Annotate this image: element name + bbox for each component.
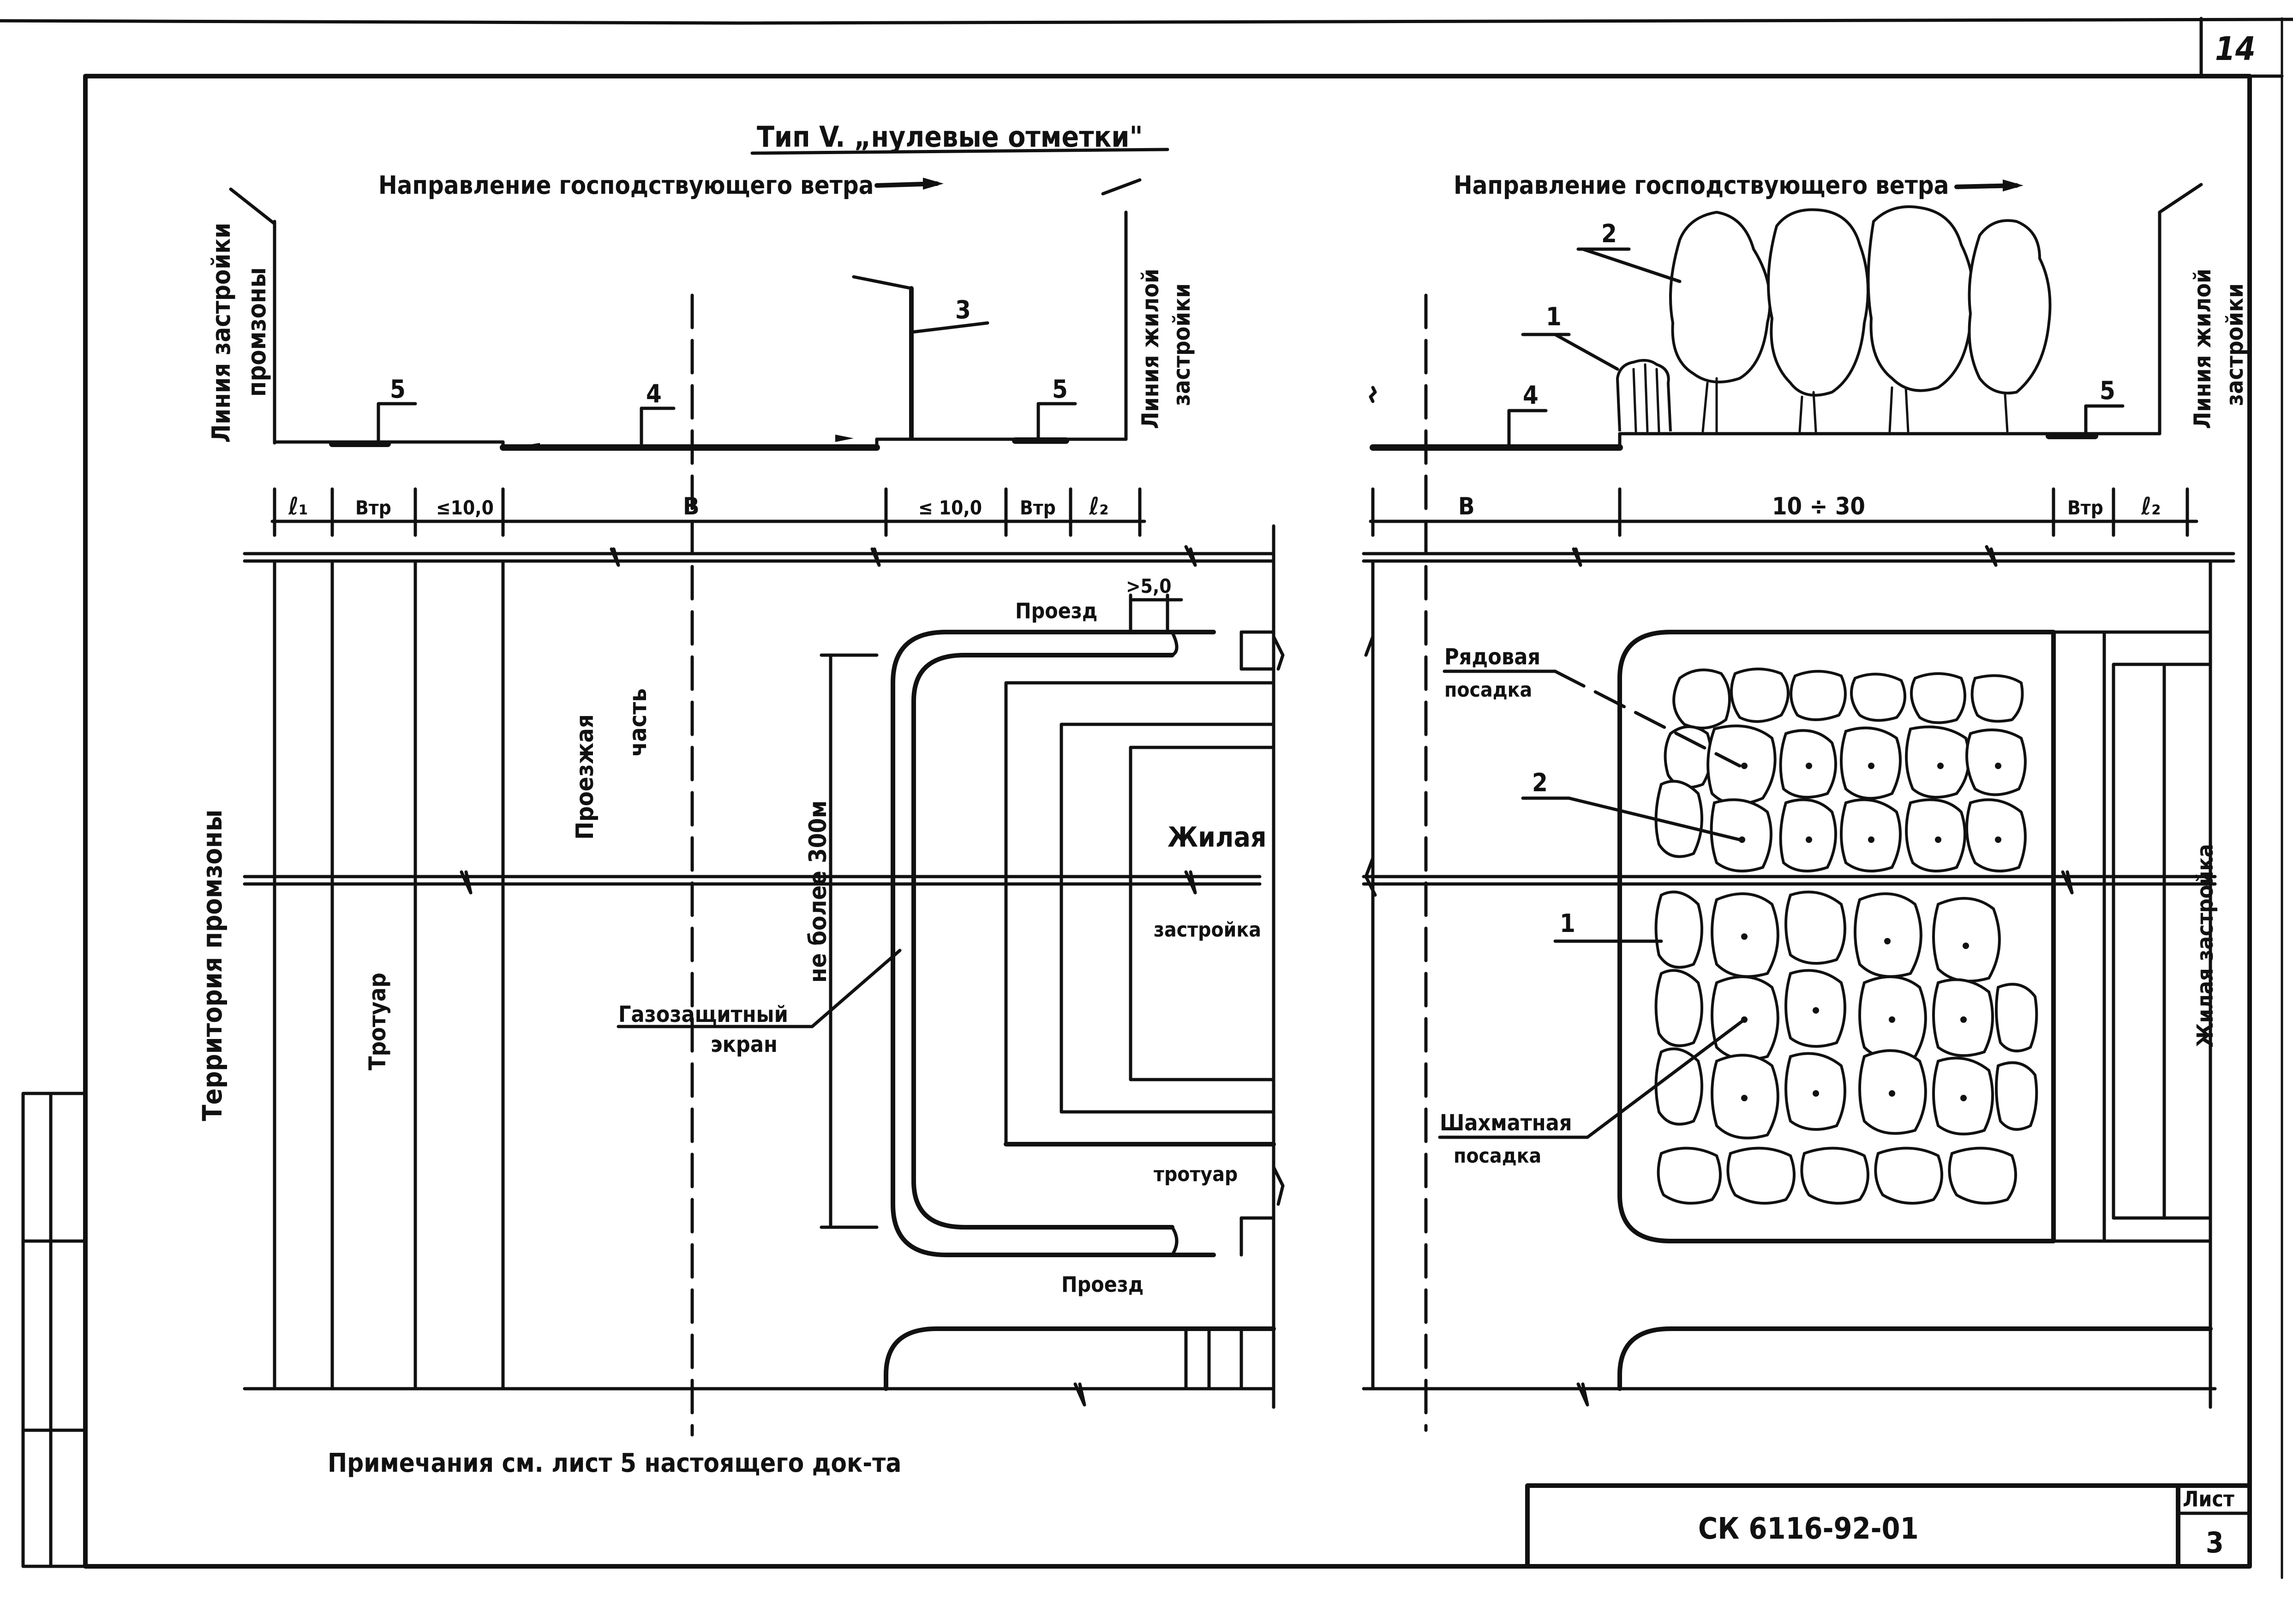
left-dim-l2: ℓ₂	[1089, 493, 1109, 520]
left-plan-view: >5,0 Проезд Территория промзоны Тротуар …	[197, 524, 1285, 1409]
left-line-industrial-1: Линия застройки	[207, 223, 236, 443]
tree-icon	[1968, 219, 2052, 394]
left-driveway-bottom: Проезд	[1061, 1272, 1144, 1297]
page-number-top: 14	[2215, 30, 2256, 68]
left-callout-3: 3	[955, 295, 971, 324]
right-callout-1: 1	[1546, 302, 1562, 331]
right-line-residential-2: застройки	[2221, 283, 2248, 406]
left-territory: Территория промзоны	[197, 810, 228, 1121]
left-not-more-300: не более 300м	[804, 800, 832, 983]
left-line-industrial-2: промзоны	[242, 267, 271, 397]
left-driveway-top: Проезд	[1015, 598, 1097, 623]
tree-icon	[1767, 208, 1869, 397]
left-line-residential-1: Линия жилой	[1137, 269, 1164, 429]
stamp-sheet-number: 3	[2206, 1526, 2224, 1559]
right-residential-side: Жилая застройка	[2192, 844, 2218, 1047]
title-block: СК 6116-92-01 Лист 3	[1525, 1483, 2252, 1569]
right-callout-1-plan: 1	[1560, 909, 1575, 938]
sheet-title: Тип V. „нулевые отметки"	[757, 120, 1143, 154]
right-wind-arrow-icon	[1954, 179, 2024, 191]
stamp-code: СК 6116-92-01	[1698, 1512, 1919, 1546]
left-callout-5a: 5	[390, 375, 406, 404]
right-row-planting-1: Рядовая	[1444, 644, 1540, 670]
tree-icon	[1669, 210, 1772, 383]
left-sidewalk-2: тротуар	[1154, 1163, 1238, 1186]
right-dim-b: В	[1458, 493, 1475, 520]
right-wind-direction: Направление господствующего ветра	[1454, 171, 1949, 200]
row-planting-crowns	[1654, 668, 2027, 872]
left-residential-1: Жилая	[1167, 821, 1267, 854]
left-line-residential-2: застройки	[1168, 283, 1195, 406]
left-dim-l1: ℓ₁	[288, 493, 308, 520]
left-callout-5b: 5	[1052, 375, 1068, 404]
left-sidewalk: Тротуар	[364, 973, 391, 1070]
notes: Примечания см. лист 5 настоящего док-та	[328, 1448, 901, 1478]
left-residential-2: застройка	[1154, 918, 1261, 942]
right-plan-view: Рядовая посадка 2 1 Шахматная посадка Жи…	[1362, 545, 2235, 1409]
left-dim-vtr1: Втр	[355, 496, 391, 519]
right-dim-vtr: Втр	[2067, 496, 2103, 519]
left-wind-arrow-icon	[874, 178, 944, 190]
tree-icon	[1867, 205, 1975, 392]
left-dim-vtr2: Втр	[1020, 496, 1056, 519]
right-callout-2: 2	[1601, 219, 1617, 248]
right-line-residential-1: Линия жилой	[2189, 269, 2216, 429]
left-cross-section: Направление господствующего ветра Линия …	[207, 171, 1195, 1437]
right-dim-10-30: 10 ÷ 30	[1772, 493, 1865, 520]
right-dim-l2: ℓ₂	[2141, 493, 2161, 520]
shrub-icon	[1616, 359, 1672, 432]
left-gas-screen-1: Газозащитный	[618, 1002, 788, 1027]
checker-planting-crowns	[1654, 890, 2038, 1205]
left-carriageway-1: Проезжая	[571, 714, 599, 840]
right-checker-planting-2: посадка	[1454, 1144, 1541, 1168]
left-carriageway-2: часть	[624, 688, 652, 757]
left-dim-gt5: >5,0	[1126, 575, 1172, 597]
left-wind-direction: Направление господствующего ветра	[378, 171, 874, 200]
right-row-planting-2: посадка	[1444, 678, 1532, 702]
right-checker-planting-1: Шахматная	[1440, 1110, 1572, 1136]
tree-trunk-dots	[1739, 763, 2001, 1101]
right-cross-section: Направление господствующего ветра Линия …	[1369, 171, 2248, 1432]
left-dim-le10a: ≤10,0	[436, 496, 494, 519]
right-callout-4: 4	[1523, 381, 1539, 410]
left-gas-screen-2: экран	[711, 1032, 778, 1057]
right-callout-2-plan: 2	[1532, 768, 1548, 797]
right-callout-5: 5	[2100, 376, 2115, 405]
stamp-sheet-label: Лист	[2183, 1487, 2234, 1511]
left-dim-b: В	[683, 493, 700, 520]
left-dim-le10b: ≤ 10,0	[918, 496, 982, 519]
left-callout-4: 4	[646, 379, 662, 408]
sheet-frame: 14	[0, 17, 2293, 1579]
